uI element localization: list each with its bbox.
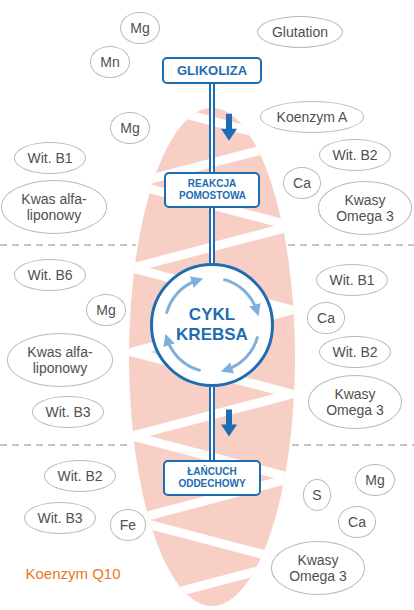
nutrient-label: Kwas alfa-liponowy bbox=[24, 344, 96, 376]
nutrient-ellipse: Mn bbox=[90, 46, 130, 78]
process-box: GLIKOLIZA bbox=[162, 57, 262, 84]
nutrient-label: Glutation bbox=[272, 24, 328, 40]
nutrient-label: Wit. B2 bbox=[332, 344, 377, 360]
cycle-circle: CYKL KREBSA bbox=[150, 263, 274, 387]
nutrient-ellipse: Kwas alfa-liponowy bbox=[1, 180, 107, 233]
nutrient-ellipse: Wit. B6 bbox=[14, 259, 86, 291]
nutrient-ellipse: Koenzym A bbox=[260, 101, 365, 133]
nutrient-label: Wit. B3 bbox=[45, 404, 90, 420]
nutrient-ellipse: Wit. B1 bbox=[14, 142, 86, 174]
crista-line bbox=[132, 100, 292, 604]
nutrient-ellipse: Wit. B2 bbox=[44, 460, 116, 492]
process-label: GLIKOLIZA bbox=[177, 63, 247, 78]
nutrient-label: Mg bbox=[130, 20, 149, 36]
nutrient-ellipse: Kwasy Omega 3 bbox=[271, 541, 365, 594]
process-label: CYKL KREBSA bbox=[172, 305, 252, 345]
nutrient-ellipse: S bbox=[303, 479, 331, 511]
nutrient-label: Koenzym A bbox=[277, 109, 348, 125]
nutrient-ellipse: Mg bbox=[355, 464, 395, 496]
process-box: REAKCJA POMOSTOWA bbox=[164, 172, 260, 208]
flow-connector bbox=[212, 84, 237, 173]
nutrient-ellipse: Wit. B2 bbox=[319, 336, 391, 368]
nutrient-ellipse: Kwasy Omega 3 bbox=[318, 181, 412, 234]
nutrient-ellipse: Ca bbox=[338, 506, 376, 538]
nutrient-label: Kwas alfa-liponowy bbox=[18, 191, 90, 223]
nutrient-label: S bbox=[312, 487, 321, 503]
flow-arrow bbox=[221, 410, 237, 437]
nutrient-label: Kwasy Omega 3 bbox=[324, 386, 386, 418]
nutrient-ellipse: Kwasy Omega 3 bbox=[308, 375, 402, 428]
nutrient-label: Wit. B2 bbox=[57, 468, 102, 484]
nutrient-label: Kwasy Omega 3 bbox=[334, 192, 396, 224]
nutrient-label: Mn bbox=[100, 54, 119, 70]
nutrient-ellipse: Mg bbox=[86, 294, 126, 326]
process-box: ŁAŃCUCH ODDECHOWY bbox=[163, 460, 261, 496]
nutrient-label: Wit. B3 bbox=[37, 510, 82, 526]
nutrient-label: Wit. B1 bbox=[329, 272, 374, 288]
nutrient-ellipse: Glutation bbox=[257, 16, 343, 48]
flow-arrow bbox=[221, 114, 237, 141]
nutrient-label: Ca bbox=[317, 310, 335, 326]
nutrient-ellipse: Wit. B3 bbox=[32, 396, 104, 428]
flow-connector bbox=[212, 387, 237, 460]
nutrient-label: Mg bbox=[120, 120, 139, 136]
nutrient-label: Ca bbox=[348, 514, 366, 530]
nutrient-label: Kwasy Omega 3 bbox=[287, 552, 349, 584]
process-label: REAKCJA POMOSTOWA bbox=[179, 178, 245, 202]
nutrient-label: Mg bbox=[96, 302, 115, 318]
nutrient-ellipse: Wit. B2 bbox=[319, 139, 391, 171]
nutrient-ellipse: Ca bbox=[307, 302, 345, 334]
nutrient-ellipse: Mg bbox=[120, 12, 160, 44]
coenzyme-label: Koenzym Q10 bbox=[25, 565, 120, 582]
section-divider bbox=[0, 245, 414, 445]
nutrient-label: Ca bbox=[293, 175, 311, 191]
nutrient-label: Wit. B6 bbox=[27, 267, 72, 283]
nutrient-ellipse: Kwas alfa-liponowy bbox=[7, 333, 113, 386]
nutrient-ellipse: Fe bbox=[110, 509, 146, 541]
nutrient-label: Fe bbox=[120, 517, 136, 533]
nutrient-ellipse: Wit. B3 bbox=[24, 502, 96, 534]
nutrient-label: Mg bbox=[365, 472, 384, 488]
nutrient-ellipse: Ca bbox=[283, 167, 321, 199]
nutrient-ellipse: Wit. B1 bbox=[316, 264, 388, 296]
flow-connector bbox=[212, 208, 213, 263]
nutrient-ellipse: Mg bbox=[110, 112, 150, 144]
nutrient-label: Wit. B2 bbox=[332, 147, 377, 163]
nutrient-label: Wit. B1 bbox=[27, 150, 72, 166]
cristae bbox=[132, 100, 292, 604]
process-label: ŁAŃCUCH ODDECHOWY bbox=[178, 466, 246, 490]
